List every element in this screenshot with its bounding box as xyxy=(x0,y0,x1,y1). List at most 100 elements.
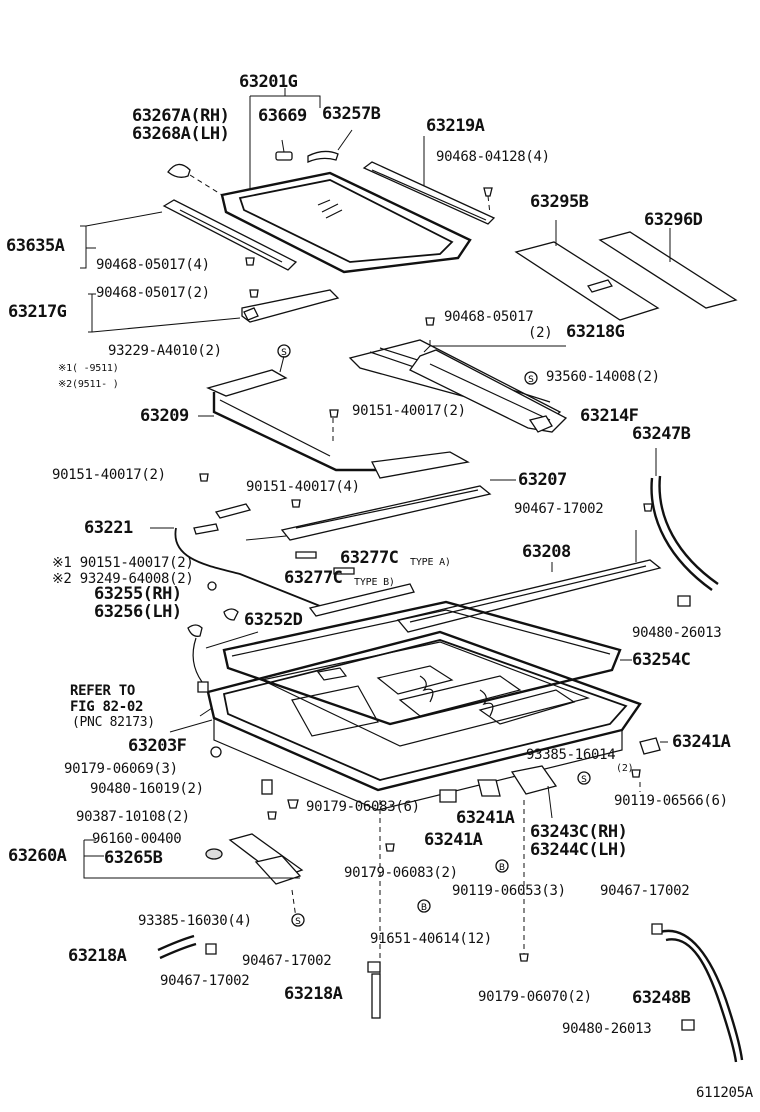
b-symbol-1: B xyxy=(495,859,509,873)
label-63217G: 63217G xyxy=(8,302,67,322)
hose-63248B xyxy=(651,923,744,1063)
arm-63217G xyxy=(88,289,340,333)
label-63221: 63221 xyxy=(84,518,133,538)
label-63254C: 63254C xyxy=(632,650,691,670)
label-90467-17002-d: 90467-17002 xyxy=(160,973,250,989)
plug-63252 xyxy=(187,624,259,693)
label-63248B: 63248B xyxy=(632,988,691,1008)
label-63203F: 63203F xyxy=(128,736,187,756)
label-90467-17002-a: 90467-17002 xyxy=(514,501,604,517)
trim-63296D xyxy=(598,228,738,309)
label-90467-17002-c: 90467-17002 xyxy=(242,953,332,969)
label-63218A-a: 63218A xyxy=(68,946,127,966)
s-symbol-3: S xyxy=(291,913,305,927)
label-63207: 63207 xyxy=(518,470,567,490)
leader-lines xyxy=(291,782,641,1012)
spacer-63669 xyxy=(275,139,293,161)
label-63267A: 63267A(RH) xyxy=(132,106,230,126)
label-63296D: 63296D xyxy=(644,210,703,230)
label-90480-26013-a: 90480-26013 xyxy=(632,625,722,641)
seal-63254C xyxy=(222,600,632,726)
label-63214F: 63214F xyxy=(580,406,639,426)
label-63260A: 63260A xyxy=(8,846,67,866)
label-type-a: TYPE A) xyxy=(410,557,451,568)
hose-63218A-left xyxy=(157,934,217,960)
label-90119-06053: 90119-06053(3) xyxy=(452,883,566,899)
clip-63267A xyxy=(167,163,223,196)
label-90468-04128: 90468-04128(4) xyxy=(436,149,550,165)
rail-63208 xyxy=(396,530,662,633)
bolt-90179-06083 xyxy=(385,843,395,852)
label-63256: 63256(LH) xyxy=(94,602,182,622)
label-90179-06069: 90179-06069(3) xyxy=(64,761,178,777)
label-63218G: 63218G xyxy=(566,322,625,342)
label-63255: 63255(RH) xyxy=(94,584,182,604)
label-63268A: 63268A(LH) xyxy=(132,124,230,144)
svg-text:S: S xyxy=(528,375,534,385)
label-63247B: 63247B xyxy=(632,424,691,444)
label-96160-00400: 96160-00400 xyxy=(92,831,182,847)
label-93560-14008: 93560-14008(2) xyxy=(546,369,660,385)
glass-panel-63201G xyxy=(220,171,472,274)
label-63241A-c: 63241A xyxy=(424,830,483,850)
label-90179-06083-6: 90179-06083(6) xyxy=(306,799,420,815)
label-refer-2: FIG 82-02 xyxy=(70,699,144,715)
label-63295B: 63295B xyxy=(530,192,589,212)
svg-text:B: B xyxy=(499,863,505,873)
label-90480-16019: 90480-16019(2) xyxy=(90,781,204,797)
label-93385-16030: 93385-16030(4) xyxy=(138,913,252,929)
rail-63214F xyxy=(409,349,568,433)
housing-63203F xyxy=(169,630,642,811)
label-93385-16014: 93385-16014 xyxy=(526,747,616,763)
label-type-b: TYPE B) xyxy=(354,577,395,588)
label-90468-05017-4: 90468-05017(4) xyxy=(96,257,210,273)
label-qty-2: (2) xyxy=(528,325,553,341)
label-90387-10108: 90387-10108(2) xyxy=(76,809,190,825)
label-63244C: 63244C(LH) xyxy=(530,840,628,860)
label-90151-40017-4: 90151-40017(4) xyxy=(246,479,360,495)
svg-text:S: S xyxy=(295,917,301,927)
label-63241A-b: 63241A xyxy=(456,808,515,828)
label-63243C: 63243C(RH) xyxy=(530,822,628,842)
label-90179-06083-2: 90179-06083(2) xyxy=(344,865,458,881)
seal-63257B xyxy=(307,129,353,163)
label-93229-A4010: 93229-A4010(2) xyxy=(108,343,222,359)
label-90151-40017-2b: 90151-40017(2) xyxy=(52,467,166,483)
guide-63207 xyxy=(245,409,516,541)
label-90151-40017-2a: 90151-40017(2) xyxy=(352,403,466,419)
fittings-lower: S xyxy=(210,746,591,820)
figure-number: 611205A xyxy=(696,1085,753,1101)
label-63635A: 63635A xyxy=(6,236,65,256)
deflector-63219A xyxy=(362,136,496,225)
label-90467-17002-b: 90467-17002 xyxy=(600,883,690,899)
bracket-63201G xyxy=(249,88,321,190)
b-symbol-2: B xyxy=(417,899,431,913)
svg-text:S: S xyxy=(581,775,587,785)
label-note-1b: ※1 90151-40017(2) xyxy=(52,555,194,571)
svg-text:S: S xyxy=(281,348,287,358)
bolt-90179-06070 xyxy=(519,953,529,962)
label-63241A-a: 63241A xyxy=(672,732,731,752)
label-63277C-a: 63277C xyxy=(340,548,399,568)
label-note-2: ※2(9511- ) xyxy=(58,379,119,390)
label-63209: 63209 xyxy=(140,406,189,426)
clip-63277C xyxy=(295,551,355,575)
shoe-63255 xyxy=(207,581,415,621)
cable-63221 xyxy=(150,473,331,611)
label-91651-40614: 91651-40614(12) xyxy=(370,931,492,947)
s-symbol-2: S xyxy=(524,371,538,385)
bracket-63635A xyxy=(80,199,298,271)
label-note-2b: ※2 93249-64008(2) xyxy=(52,571,194,587)
label-63277C-b: 63277C xyxy=(284,568,343,588)
label-63219A: 63219A xyxy=(426,116,485,136)
label-63669: 63669 xyxy=(258,106,307,126)
frame-63209 xyxy=(198,355,470,479)
label-90179-06070: 90179-06070(2) xyxy=(478,989,592,1005)
label-63201G: 63201G xyxy=(239,72,298,92)
label-63257B: 63257B xyxy=(322,104,381,124)
hose-63218A-bottom xyxy=(367,961,381,1019)
label-63218A-b: 63218A xyxy=(284,984,343,1004)
label-90468-05017-2: 90468-05017(2) xyxy=(96,285,210,301)
label-note-1: ※1( -9511) xyxy=(58,363,119,374)
